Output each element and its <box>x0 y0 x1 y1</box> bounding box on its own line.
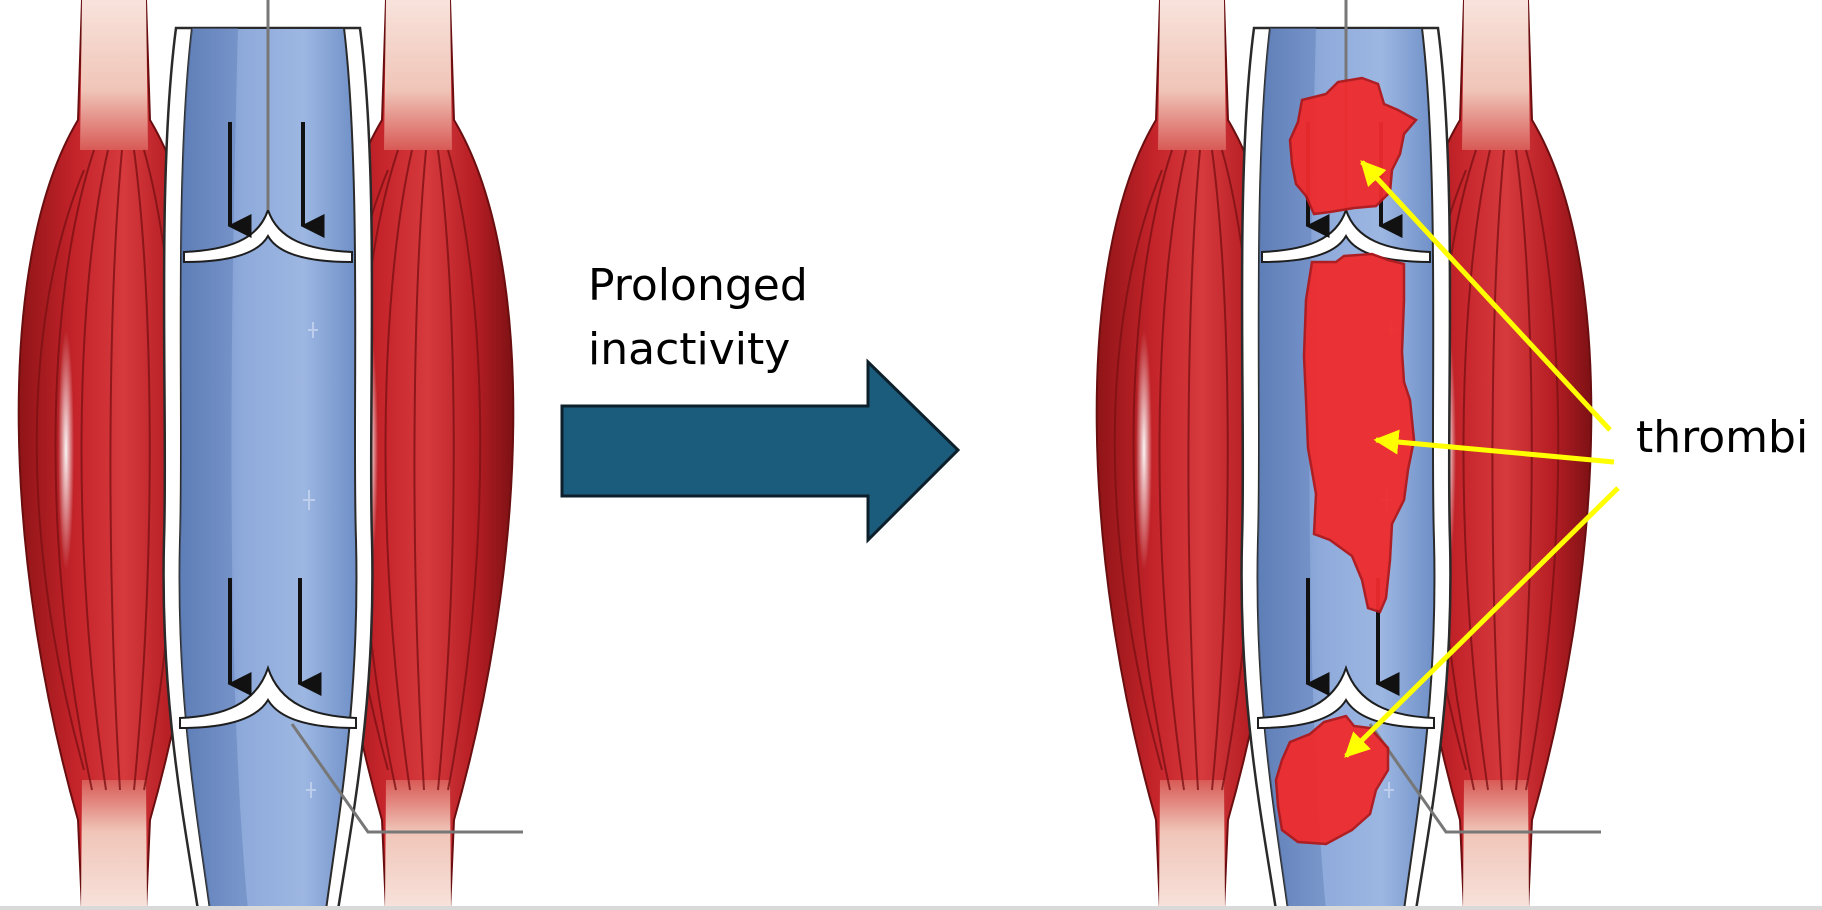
transition-arrow-icon <box>560 358 961 544</box>
flow-down-arrow-icon <box>227 122 325 696</box>
thrombi-label: thrombi <box>1636 412 1809 463</box>
thrombosis-leg-panel <box>1095 0 1620 910</box>
transition-label-line2: inactivity <box>588 324 791 375</box>
healthy-leg-panel <box>17 0 523 910</box>
vein <box>162 0 374 910</box>
callout-line <box>290 723 523 834</box>
bottom-border <box>0 906 1822 910</box>
transition-label-line1: Prolonged <box>588 260 808 311</box>
pointer-arrow-icon <box>1344 160 1620 758</box>
thrombus-middle <box>1302 252 1416 614</box>
callout-line <box>1368 723 1601 834</box>
